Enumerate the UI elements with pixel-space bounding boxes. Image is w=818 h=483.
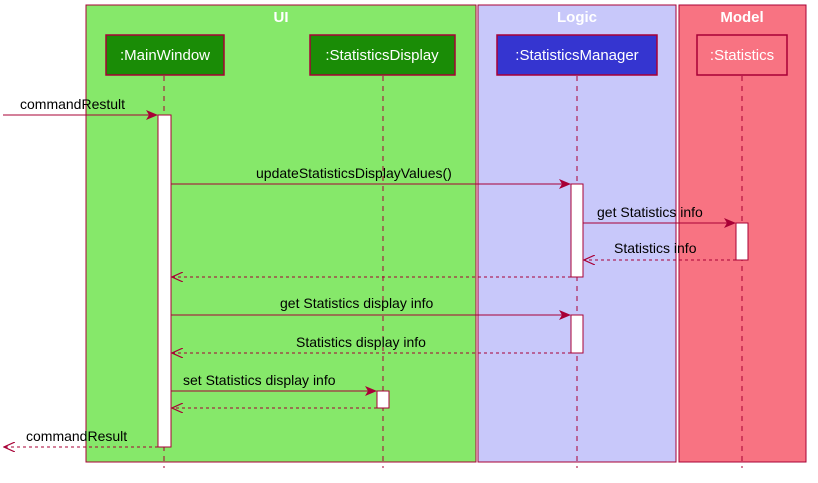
group-model-title: Model bbox=[720, 9, 763, 26]
participant-main-window-label: :MainWindow bbox=[120, 47, 210, 64]
group-logic-title: Logic bbox=[557, 9, 597, 26]
participant-statistics: :Statistics bbox=[696, 34, 788, 76]
message-set-display-info: set Statistics display info bbox=[171, 372, 377, 396]
message-get-display-info: get Statistics display info bbox=[171, 295, 571, 320]
activation-statistics-display bbox=[376, 390, 390, 409]
participant-statistics-display-label: :StatisticsDisplay bbox=[325, 47, 439, 64]
activation-statistics-manager-2 bbox=[570, 314, 584, 354]
message-command-restult: commandRestult bbox=[3, 96, 158, 120]
message-display-info-return: Statistics display info bbox=[172, 334, 571, 353]
message-command-restult-label: commandRestult bbox=[20, 96, 125, 112]
activation-main-window bbox=[157, 114, 172, 448]
message-statistics-info-label: Statistics info bbox=[614, 240, 697, 256]
message-command-result-label: commandResult bbox=[26, 428, 127, 444]
participant-statistics-manager-label: :StatisticsManager bbox=[515, 47, 638, 64]
group-logic: Logic bbox=[477, 4, 677, 463]
message-display-info-label: Statistics display info bbox=[296, 334, 426, 350]
message-get-statistics-info-label: get Statistics info bbox=[597, 204, 703, 220]
participant-statistics-manager: :StatisticsManager bbox=[496, 34, 658, 76]
message-set-display-info-label: set Statistics display info bbox=[183, 372, 336, 388]
activation-statistics-manager-1 bbox=[570, 183, 584, 278]
group-ui: UI bbox=[85, 4, 477, 463]
group-ui-title: UI bbox=[274, 9, 289, 26]
message-get-display-info-label: get Statistics display info bbox=[280, 295, 434, 311]
message-update-values: updateStatisticsDisplayValues() bbox=[171, 165, 571, 189]
message-update-values-label: updateStatisticsDisplayValues() bbox=[256, 165, 452, 181]
message-get-statistics-info: get Statistics info bbox=[583, 204, 736, 228]
message-command-result-return: commandResult bbox=[4, 428, 158, 447]
participant-statistics-label: :Statistics bbox=[710, 47, 774, 64]
participant-main-window: :MainWindow bbox=[105, 34, 225, 76]
activation-statistics bbox=[735, 222, 749, 261]
message-statistics-info-return: Statistics info bbox=[584, 240, 736, 260]
participant-statistics-display: :StatisticsDisplay bbox=[309, 34, 456, 76]
